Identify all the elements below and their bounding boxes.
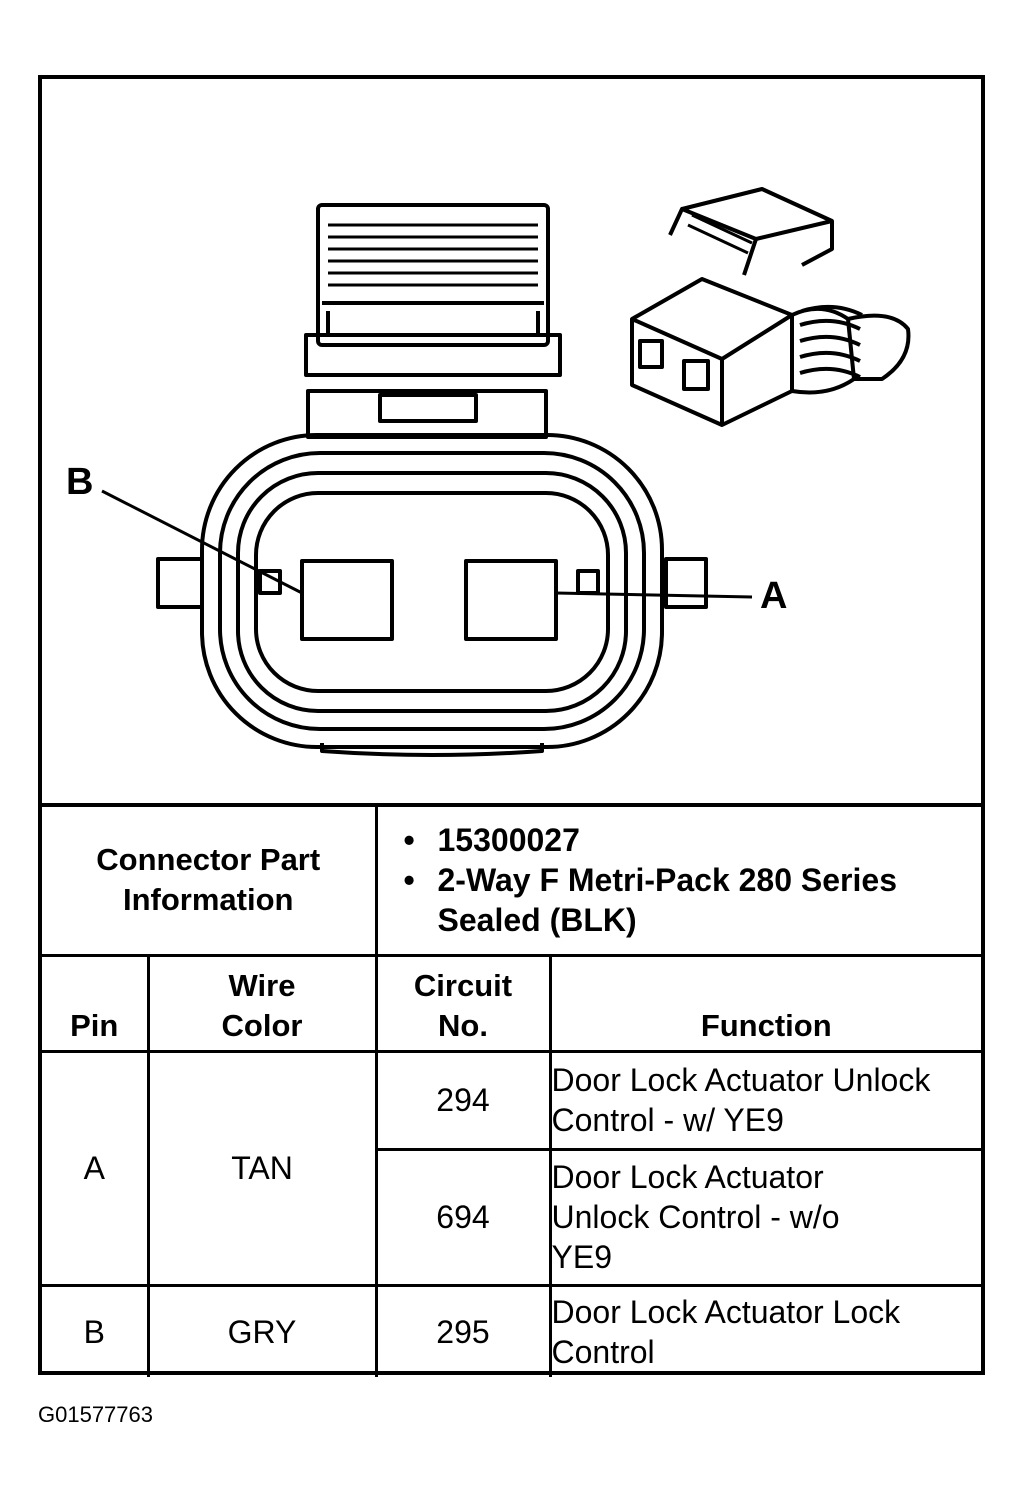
function-cell: Door Lock Actuator Lock Control xyxy=(548,1283,981,1377)
function-cell: Door Lock Actuator Unlock Control - w/o … xyxy=(548,1147,981,1287)
connector-part-info-row: Connector Part Information 15300027 2-Wa… xyxy=(42,803,982,957)
table-row: A TAN 294 Door Lock Actuator Unlock Cont… xyxy=(42,1049,981,1287)
connector-table: Connector Part Information 15300027 2-Wa… xyxy=(42,803,981,1377)
circuit-cell: 295 xyxy=(374,1283,552,1377)
function-cell: Door Lock Actuator Unlock Control - w/ Y… xyxy=(548,1049,981,1151)
wire-color-cell: TAN xyxy=(146,1049,378,1287)
table-row: B GRY 295 Door Lock Actuator Lock Contro… xyxy=(42,1283,981,1377)
pin-label-a: A xyxy=(760,575,788,617)
table-header-row: Pin Wire Color Circuit No. Function xyxy=(42,953,981,1053)
figure-id: G01577763 xyxy=(38,1402,153,1427)
connector-face-drawing xyxy=(101,187,911,757)
circuit-cell: 694 xyxy=(376,1147,552,1287)
function-header: Function xyxy=(548,953,981,1053)
connector-frame: A B Connector Part Information 15300027 … xyxy=(38,75,985,1377)
connector-part-list: 15300027 2-Way F Metri-Pack 280 Series S… xyxy=(378,810,982,950)
connector-part-description: 2-Way F Metri-Pack 280 Series Sealed (BL… xyxy=(404,860,982,940)
circuit-cell: 294 xyxy=(374,1049,552,1151)
pin-cell: A xyxy=(42,1049,150,1287)
pin-header: Pin xyxy=(42,953,150,1053)
table-row: 694 Door Lock Actuator Unlock Control - … xyxy=(42,1147,981,1287)
connector-diagram: A B xyxy=(42,79,981,803)
wire-color-header: Wire Color xyxy=(146,953,378,1053)
connector-part-number: 15300027 xyxy=(404,820,982,860)
pin-cell: B xyxy=(42,1283,150,1377)
wire-color-cell: GRY xyxy=(146,1283,378,1377)
connector-part-info-label: Connector Part Information xyxy=(42,803,378,957)
pin-label-b: B xyxy=(66,461,94,503)
connector-part-info-values: 15300027 2-Way F Metri-Pack 280 Series S… xyxy=(374,803,982,957)
circuit-header: Circuit No. xyxy=(374,953,552,1053)
